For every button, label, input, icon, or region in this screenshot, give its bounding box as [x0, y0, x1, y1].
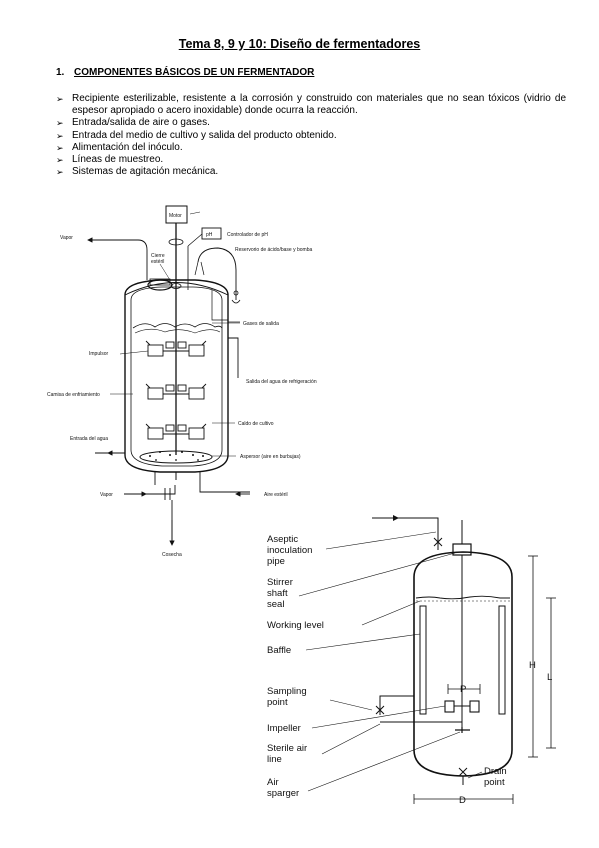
- bullet-text: Líneas de muestreo.: [72, 154, 164, 166]
- water-in-label: Entrada del agua: [70, 436, 108, 442]
- bullet-text: Entrada del medio de cultivo y salida de…: [72, 129, 337, 141]
- sparger-label: Aspersor (aire en burbujas): [240, 454, 301, 460]
- vessel-shell: [413, 551, 513, 777]
- section-number: 1.: [56, 67, 65, 78]
- sparger-bubbles: [149, 451, 204, 461]
- baffle-right: [498, 605, 506, 715]
- bullet-item: ➢ Entrada/salida de aire o gases.: [56, 117, 566, 129]
- sparger-ring: [139, 450, 213, 464]
- inoculation-label-3: pipe: [267, 556, 285, 567]
- cooling-jacket-label: Camisa de enfriamiento: [47, 392, 100, 398]
- fermenter-diagram-es: [87, 205, 250, 546]
- bullet-item: ➢ Alimentación del inóculo.: [56, 142, 566, 154]
- baffle-left: [419, 605, 427, 715]
- drain-label-2: point: [484, 777, 505, 788]
- stirrer-seal-box: [452, 543, 472, 556]
- impeller-bottom: [145, 423, 207, 440]
- drain-label-1: Drain: [484, 766, 507, 777]
- gas-out-label: Gases de salida: [243, 321, 279, 327]
- liquid-surface: [132, 323, 223, 329]
- broth-label: Caldo de cultivo: [238, 421, 274, 427]
- vapor-bottom-label: Vapor: [100, 492, 113, 498]
- dim-p-label: P: [460, 684, 466, 695]
- sampling-label-1: Sampling: [267, 686, 307, 697]
- arrow-bullet-icon: ➢: [56, 130, 64, 141]
- ph-controller-label: Controlador de pH: [227, 232, 268, 238]
- bullet-text: Sistemas de agitación mecánica.: [72, 166, 219, 178]
- sterile-air-label: Aire estéril: [264, 492, 288, 498]
- bullet-item: ➢ Líneas de muestreo.: [56, 154, 566, 166]
- stirrer-label-1: Stirrer: [267, 577, 293, 588]
- arrow-bullet-icon: ➢: [56, 155, 64, 166]
- impeller-top: [145, 340, 207, 357]
- stirrer-label-3: seal: [267, 599, 284, 610]
- bullet-text: Alimentación del inóculo.: [72, 141, 183, 153]
- page-title: Tema 8, 9 y 10: Diseño de fermentadores: [178, 37, 421, 51]
- vessel-outer: [124, 279, 229, 473]
- bullet-item: ➢ Sistemas de agitación mecánica.: [56, 166, 566, 178]
- sampling-label-2: point: [267, 697, 288, 708]
- dim-d-label: D: [459, 795, 466, 806]
- air-line-label-1: Sterile air: [267, 743, 307, 754]
- ph-label: pH: [206, 232, 213, 238]
- fermenter-diagram-en: [298, 515, 556, 804]
- arrow-bullet-icon: ➢: [56, 94, 64, 104]
- inoculation-label-2: inoculation: [267, 545, 312, 556]
- impeller-en: [444, 700, 455, 713]
- sterile-seal-label-1: Cierre: [151, 253, 165, 259]
- bullet-item: ➢ Recipiente esterilizable, resistente a …: [56, 93, 566, 117]
- dim-h-label: H: [529, 660, 536, 671]
- acid-base-label: Reservorio de ácido/base y bomba: [235, 247, 312, 253]
- harvest-label: Cosecha: [162, 552, 182, 558]
- bullet-text: Entrada/salida de aire o gases.: [72, 117, 210, 129]
- sparger-en-label-1: Air: [267, 777, 279, 788]
- impeller-middle: [145, 383, 207, 400]
- section-heading: 1. COMPONENTES BÁSICOS DE UN FERMENTADOR: [56, 67, 314, 78]
- section-title: COMPONENTES BÁSICOS DE UN FERMENTADOR: [74, 67, 315, 78]
- working-level-label: Working level: [267, 620, 324, 631]
- impeller-en-label: Impeller: [267, 723, 301, 734]
- ph-box: [201, 227, 222, 240]
- stirrer-label-2: shaft: [267, 588, 288, 599]
- air-line-label-2: line: [267, 754, 282, 765]
- baffle-label: Baffle: [267, 645, 291, 656]
- sparger-en-label-2: sparger: [267, 788, 299, 799]
- bullet-item: ➢ Entrada del medio de cultivo y salida d…: [56, 130, 566, 142]
- inoculation-port: [147, 279, 173, 291]
- vapor-top-label: Vapor: [60, 235, 73, 241]
- cooling-out-label: Salida del agua de refrigeración: [246, 379, 317, 385]
- arrow-bullet-icon: ➢: [56, 167, 64, 178]
- dim-l-label: L: [547, 672, 552, 683]
- bullet-list: ➢ Recipiente esterilizable, resistente a …: [56, 93, 566, 178]
- arrow-bullet-icon: ➢: [56, 142, 64, 153]
- arrow-bullet-icon: ➢: [56, 118, 64, 129]
- sterile-seal-label-2: estéril: [151, 259, 164, 265]
- bullet-text: Recipiente esterilizable, resistente a l…: [72, 93, 566, 117]
- impeller-label: Impulsor: [89, 351, 109, 357]
- inoculation-label-1: Aseptic: [267, 534, 298, 545]
- motor-label: Motor: [169, 213, 182, 219]
- working-level-line: [415, 595, 510, 600]
